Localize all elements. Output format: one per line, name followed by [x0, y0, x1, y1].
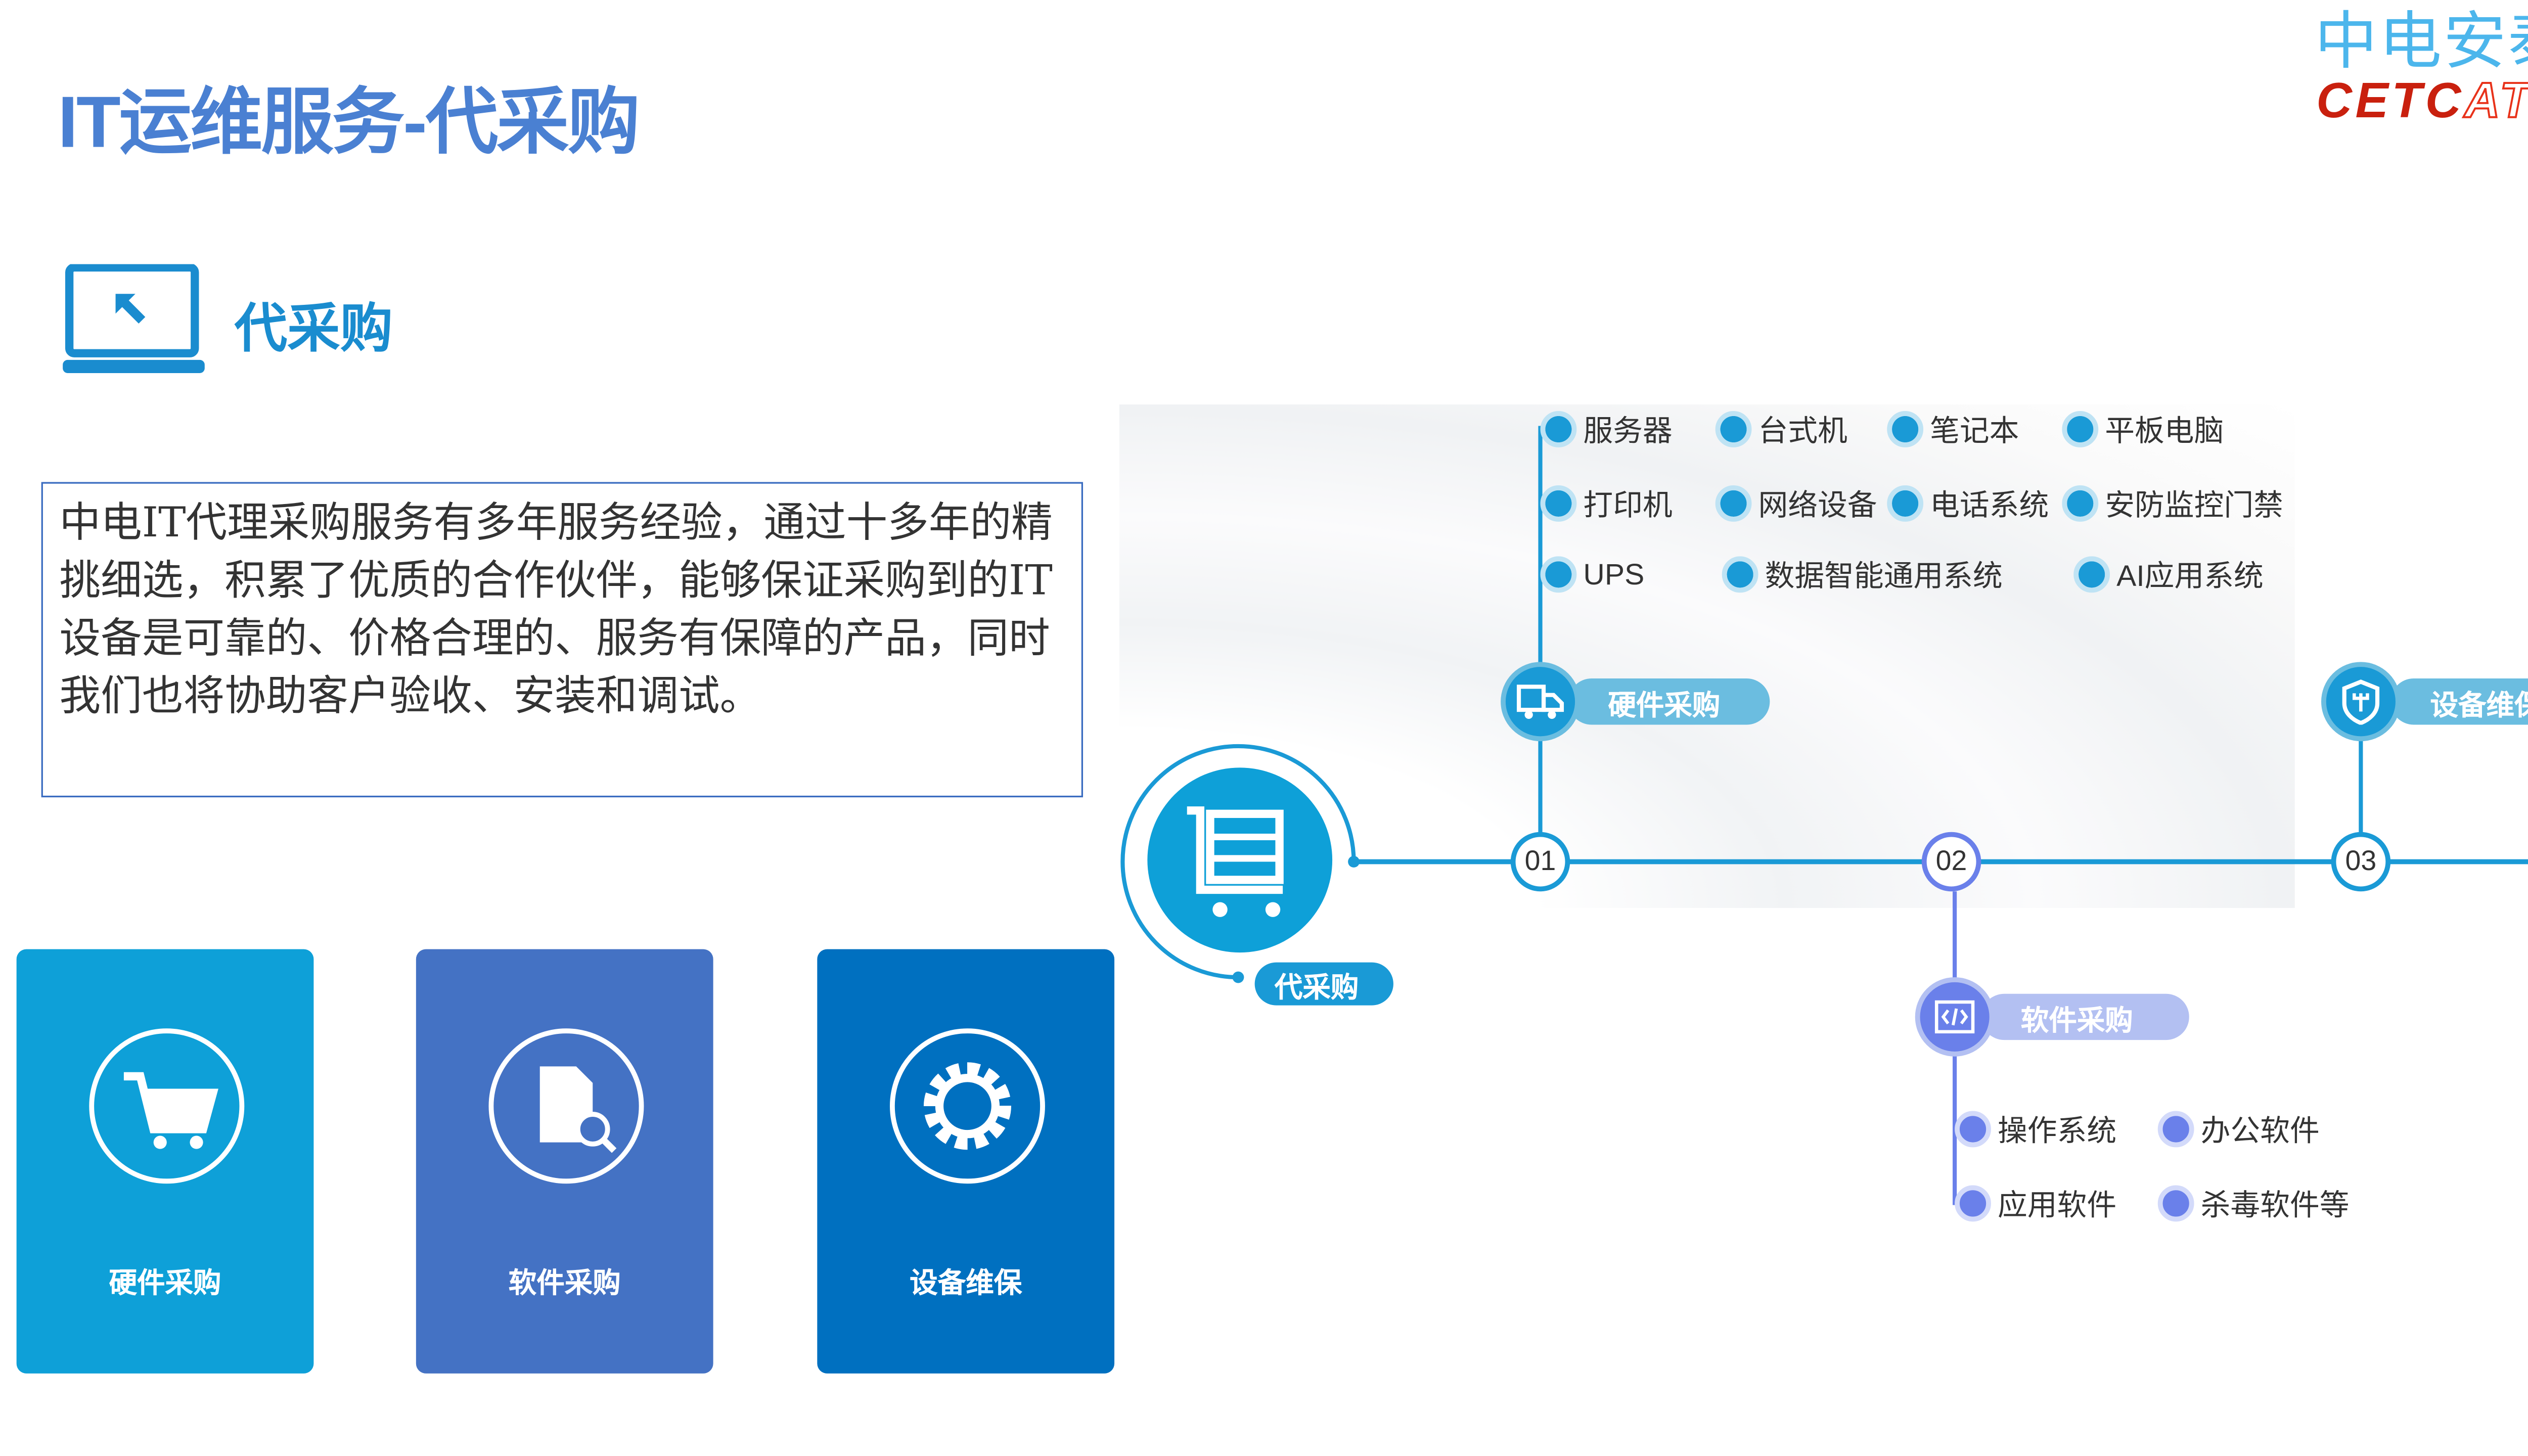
phone-icon: [1887, 485, 1924, 522]
section-title: 代采购: [234, 299, 393, 358]
hw-item-security: 安防监控门禁: [2062, 482, 2283, 525]
maintenance-label: 设备维保: [2390, 678, 2528, 725]
node-02[interactable]: 02: [1921, 832, 1981, 892]
list-cart-icon: [1187, 806, 1284, 917]
tablet-icon: [2062, 411, 2099, 447]
laptop-icon: [63, 264, 205, 373]
truck-icon: [1501, 662, 1580, 742]
server-icon: [1540, 411, 1577, 447]
sw-item-os: 操作系统: [1955, 1108, 2116, 1151]
app-icon: [1955, 1185, 1991, 1222]
printer-icon: [1540, 485, 1577, 522]
hw-item-ai: AI应用系统: [2073, 553, 2264, 596]
sw-item-antivirus: 杀毒软件等: [2157, 1182, 2350, 1225]
card-hardware[interactable]: 硬件采购: [16, 949, 314, 1374]
page-title: IT运维服务-代采购: [58, 82, 640, 164]
hw-item-printer: 打印机: [1540, 482, 1673, 525]
node-01[interactable]: 01: [1510, 832, 1570, 892]
logo-at: AT: [2463, 74, 2528, 129]
document-search-icon: [488, 1028, 644, 1184]
office-icon: [2157, 1111, 2194, 1148]
card-label: 硬件采购: [109, 1267, 221, 1299]
logo-cetc: CETC: [2316, 74, 2465, 129]
hw-item-desktop: 台式机: [1715, 408, 1847, 451]
card-software[interactable]: 软件采购: [416, 949, 713, 1374]
ups-icon: [1540, 556, 1577, 593]
hw-item-phone: 电话系统: [1887, 482, 2049, 525]
gear-icon: [889, 1028, 1045, 1184]
ai-icon: [2073, 556, 2110, 593]
cart-icon: [89, 1028, 245, 1184]
antivirus-icon: [2157, 1185, 2194, 1222]
hw-item-network: 网络设备: [1715, 482, 1877, 525]
card-maintenance[interactable]: 设备维保: [817, 949, 1115, 1374]
sw-item-office: 办公软件: [2157, 1108, 2320, 1151]
software-label: 软件采购: [1981, 993, 2189, 1040]
sw-item-app: 应用软件: [1955, 1182, 2116, 1225]
logo-english: CETCAT: [2316, 74, 2528, 129]
desktop-icon: [1715, 411, 1752, 447]
code-icon: [1915, 977, 1995, 1057]
network-icon: [1715, 485, 1752, 522]
description-box: 中电IT代理采购服务有多年服务经验，通过十多年的精挑细选，积累了优质的合作伙伴，…: [41, 482, 1084, 798]
main-cart-circle: [1147, 767, 1333, 953]
card-label: 设备维保: [910, 1267, 1022, 1299]
logo-chinese: 中电安泰: [2314, 8, 2528, 78]
node-03[interactable]: 03: [2331, 832, 2391, 892]
laptop-icon: [1887, 411, 1924, 447]
hw-item-server: 服务器: [1540, 408, 1673, 451]
hw-item-laptop: 笔记本: [1887, 408, 2019, 451]
center-label: 代采购: [1254, 962, 1393, 1006]
hw-item-data: 数据智能通用系统: [1722, 553, 2003, 596]
hardware-label: 硬件采购: [1568, 678, 1770, 725]
hw-item-ups: UPS: [1540, 556, 1644, 593]
data-icon: [1722, 556, 1758, 593]
hw-item-tablet: 平板电脑: [2062, 408, 2224, 451]
windows-icon: [1955, 1111, 1991, 1148]
card-label: 软件采购: [508, 1267, 621, 1299]
shield-wrench-icon: [2321, 662, 2401, 742]
security-icon: [2062, 485, 2099, 522]
